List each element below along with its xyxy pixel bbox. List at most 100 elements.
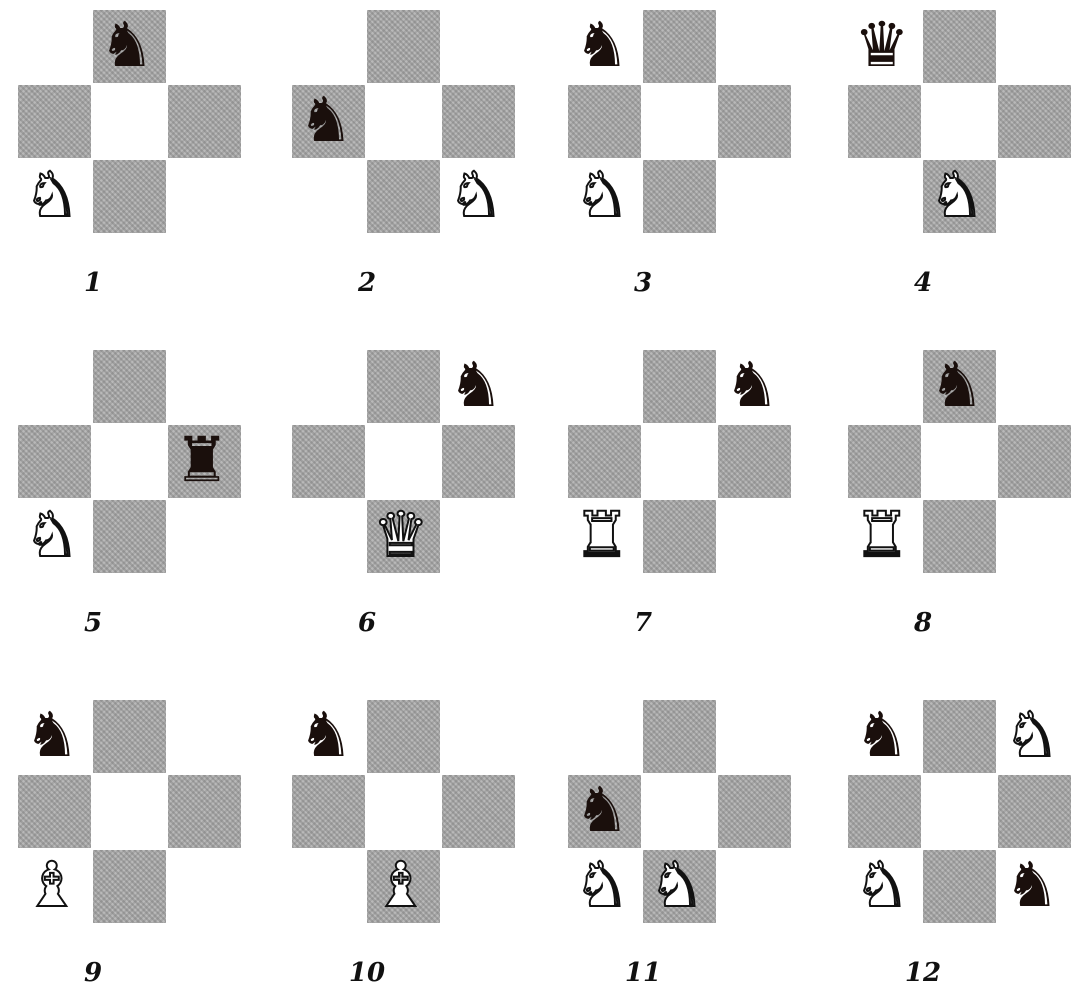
puzzle-diagram-2: ♞♞2	[292, 10, 520, 250]
board-square	[643, 700, 716, 773]
puzzle-diagram-4: ♛♞4	[848, 10, 1076, 250]
black-knight-icon: ♞	[24, 704, 80, 766]
puzzle-number: 10	[332, 958, 402, 988]
board-square	[643, 500, 716, 573]
white-knight-icon: ♞	[649, 854, 705, 916]
board-square	[643, 775, 716, 848]
board-square	[923, 425, 996, 498]
board-square	[568, 425, 641, 498]
board-square	[442, 85, 515, 158]
puzzle-number: 4	[888, 268, 958, 298]
board-square	[367, 85, 440, 158]
board-square	[923, 500, 996, 573]
black-rook-icon: ♜	[174, 429, 230, 491]
puzzle-diagram-6: ♞♛6	[292, 350, 520, 590]
puzzle-number: 6	[332, 608, 402, 638]
board-square	[718, 775, 791, 848]
board-square	[18, 775, 91, 848]
puzzle-diagram-10: ♞♝10	[292, 700, 520, 940]
white-knight-icon: ♞	[1004, 704, 1060, 766]
white-rook-icon: ♜	[574, 504, 630, 566]
board-square	[998, 775, 1071, 848]
white-knight-icon: ♞	[448, 164, 504, 226]
board-square	[718, 85, 791, 158]
white-rook-icon: ♜	[854, 504, 910, 566]
board-square	[168, 775, 241, 848]
black-knight-icon: ♞	[448, 354, 504, 416]
puzzle-number: 8	[888, 608, 958, 638]
board-square	[292, 775, 365, 848]
black-knight-icon: ♞	[854, 704, 910, 766]
board-square	[643, 350, 716, 423]
board-square	[93, 775, 166, 848]
black-knight-icon: ♞	[574, 779, 630, 841]
black-knight-icon: ♞	[929, 354, 985, 416]
puzzle-diagram-5: ♜♞5	[18, 350, 246, 590]
black-knight-icon: ♞	[99, 14, 155, 76]
board-square	[93, 350, 166, 423]
board-square	[93, 425, 166, 498]
puzzle-number: 12	[888, 958, 958, 988]
board-square	[168, 85, 241, 158]
puzzle-number: 7	[608, 608, 678, 638]
board-square	[998, 425, 1071, 498]
puzzle-diagram-11: ♞♞♞11	[568, 700, 796, 940]
black-knight-icon: ♞	[298, 704, 354, 766]
white-knight-icon: ♞	[854, 854, 910, 916]
board-square	[643, 425, 716, 498]
board-square	[643, 10, 716, 83]
puzzle-diagram-7: ♞♜7	[568, 350, 796, 590]
black-knight-icon: ♞	[574, 14, 630, 76]
white-knight-icon: ♞	[929, 164, 985, 226]
white-bishop-icon: ♝	[24, 854, 80, 916]
puzzle-diagram-3: ♞♞3	[568, 10, 796, 250]
white-knight-icon: ♞	[24, 164, 80, 226]
puzzle-diagram-12: ♞♞♞♞12	[848, 700, 1076, 940]
white-knight-icon: ♞	[574, 854, 630, 916]
board-square	[93, 700, 166, 773]
board-square	[292, 425, 365, 498]
board-square	[18, 85, 91, 158]
board-square	[93, 500, 166, 573]
board-square	[718, 425, 791, 498]
puzzle-diagram-1: ♞♞1	[18, 10, 246, 250]
board-square	[923, 850, 996, 923]
board-square	[18, 425, 91, 498]
board-square	[923, 85, 996, 158]
board-square	[923, 775, 996, 848]
white-bishop-icon: ♝	[373, 854, 429, 916]
white-knight-icon: ♞	[24, 504, 80, 566]
board-square	[998, 85, 1071, 158]
puzzle-number: 9	[58, 958, 128, 988]
white-queen-icon: ♛	[373, 504, 429, 566]
board-square	[643, 85, 716, 158]
black-queen-icon: ♛	[854, 14, 910, 76]
puzzle-diagram-9: ♞♝9	[18, 700, 246, 940]
puzzle-number: 3	[608, 268, 678, 298]
black-knight-icon: ♞	[1004, 854, 1060, 916]
black-knight-icon: ♞	[298, 89, 354, 151]
puzzle-number: 2	[332, 268, 402, 298]
board-square	[923, 10, 996, 83]
board-square	[643, 160, 716, 233]
board-square	[442, 425, 515, 498]
board-square	[93, 850, 166, 923]
board-square	[367, 10, 440, 83]
board-square	[367, 160, 440, 233]
puzzle-diagram-8: ♞♜8	[848, 350, 1076, 590]
board-square	[568, 85, 641, 158]
board-square	[367, 425, 440, 498]
board-square	[367, 350, 440, 423]
puzzle-number: 5	[58, 608, 128, 638]
board-square	[367, 700, 440, 773]
board-square	[93, 160, 166, 233]
puzzle-number: 1	[58, 268, 128, 298]
puzzle-number: 11	[608, 958, 678, 988]
board-square	[848, 425, 921, 498]
board-square	[442, 775, 515, 848]
board-square	[923, 700, 996, 773]
white-knight-icon: ♞	[574, 164, 630, 226]
black-knight-icon: ♞	[724, 354, 780, 416]
board-square	[367, 775, 440, 848]
